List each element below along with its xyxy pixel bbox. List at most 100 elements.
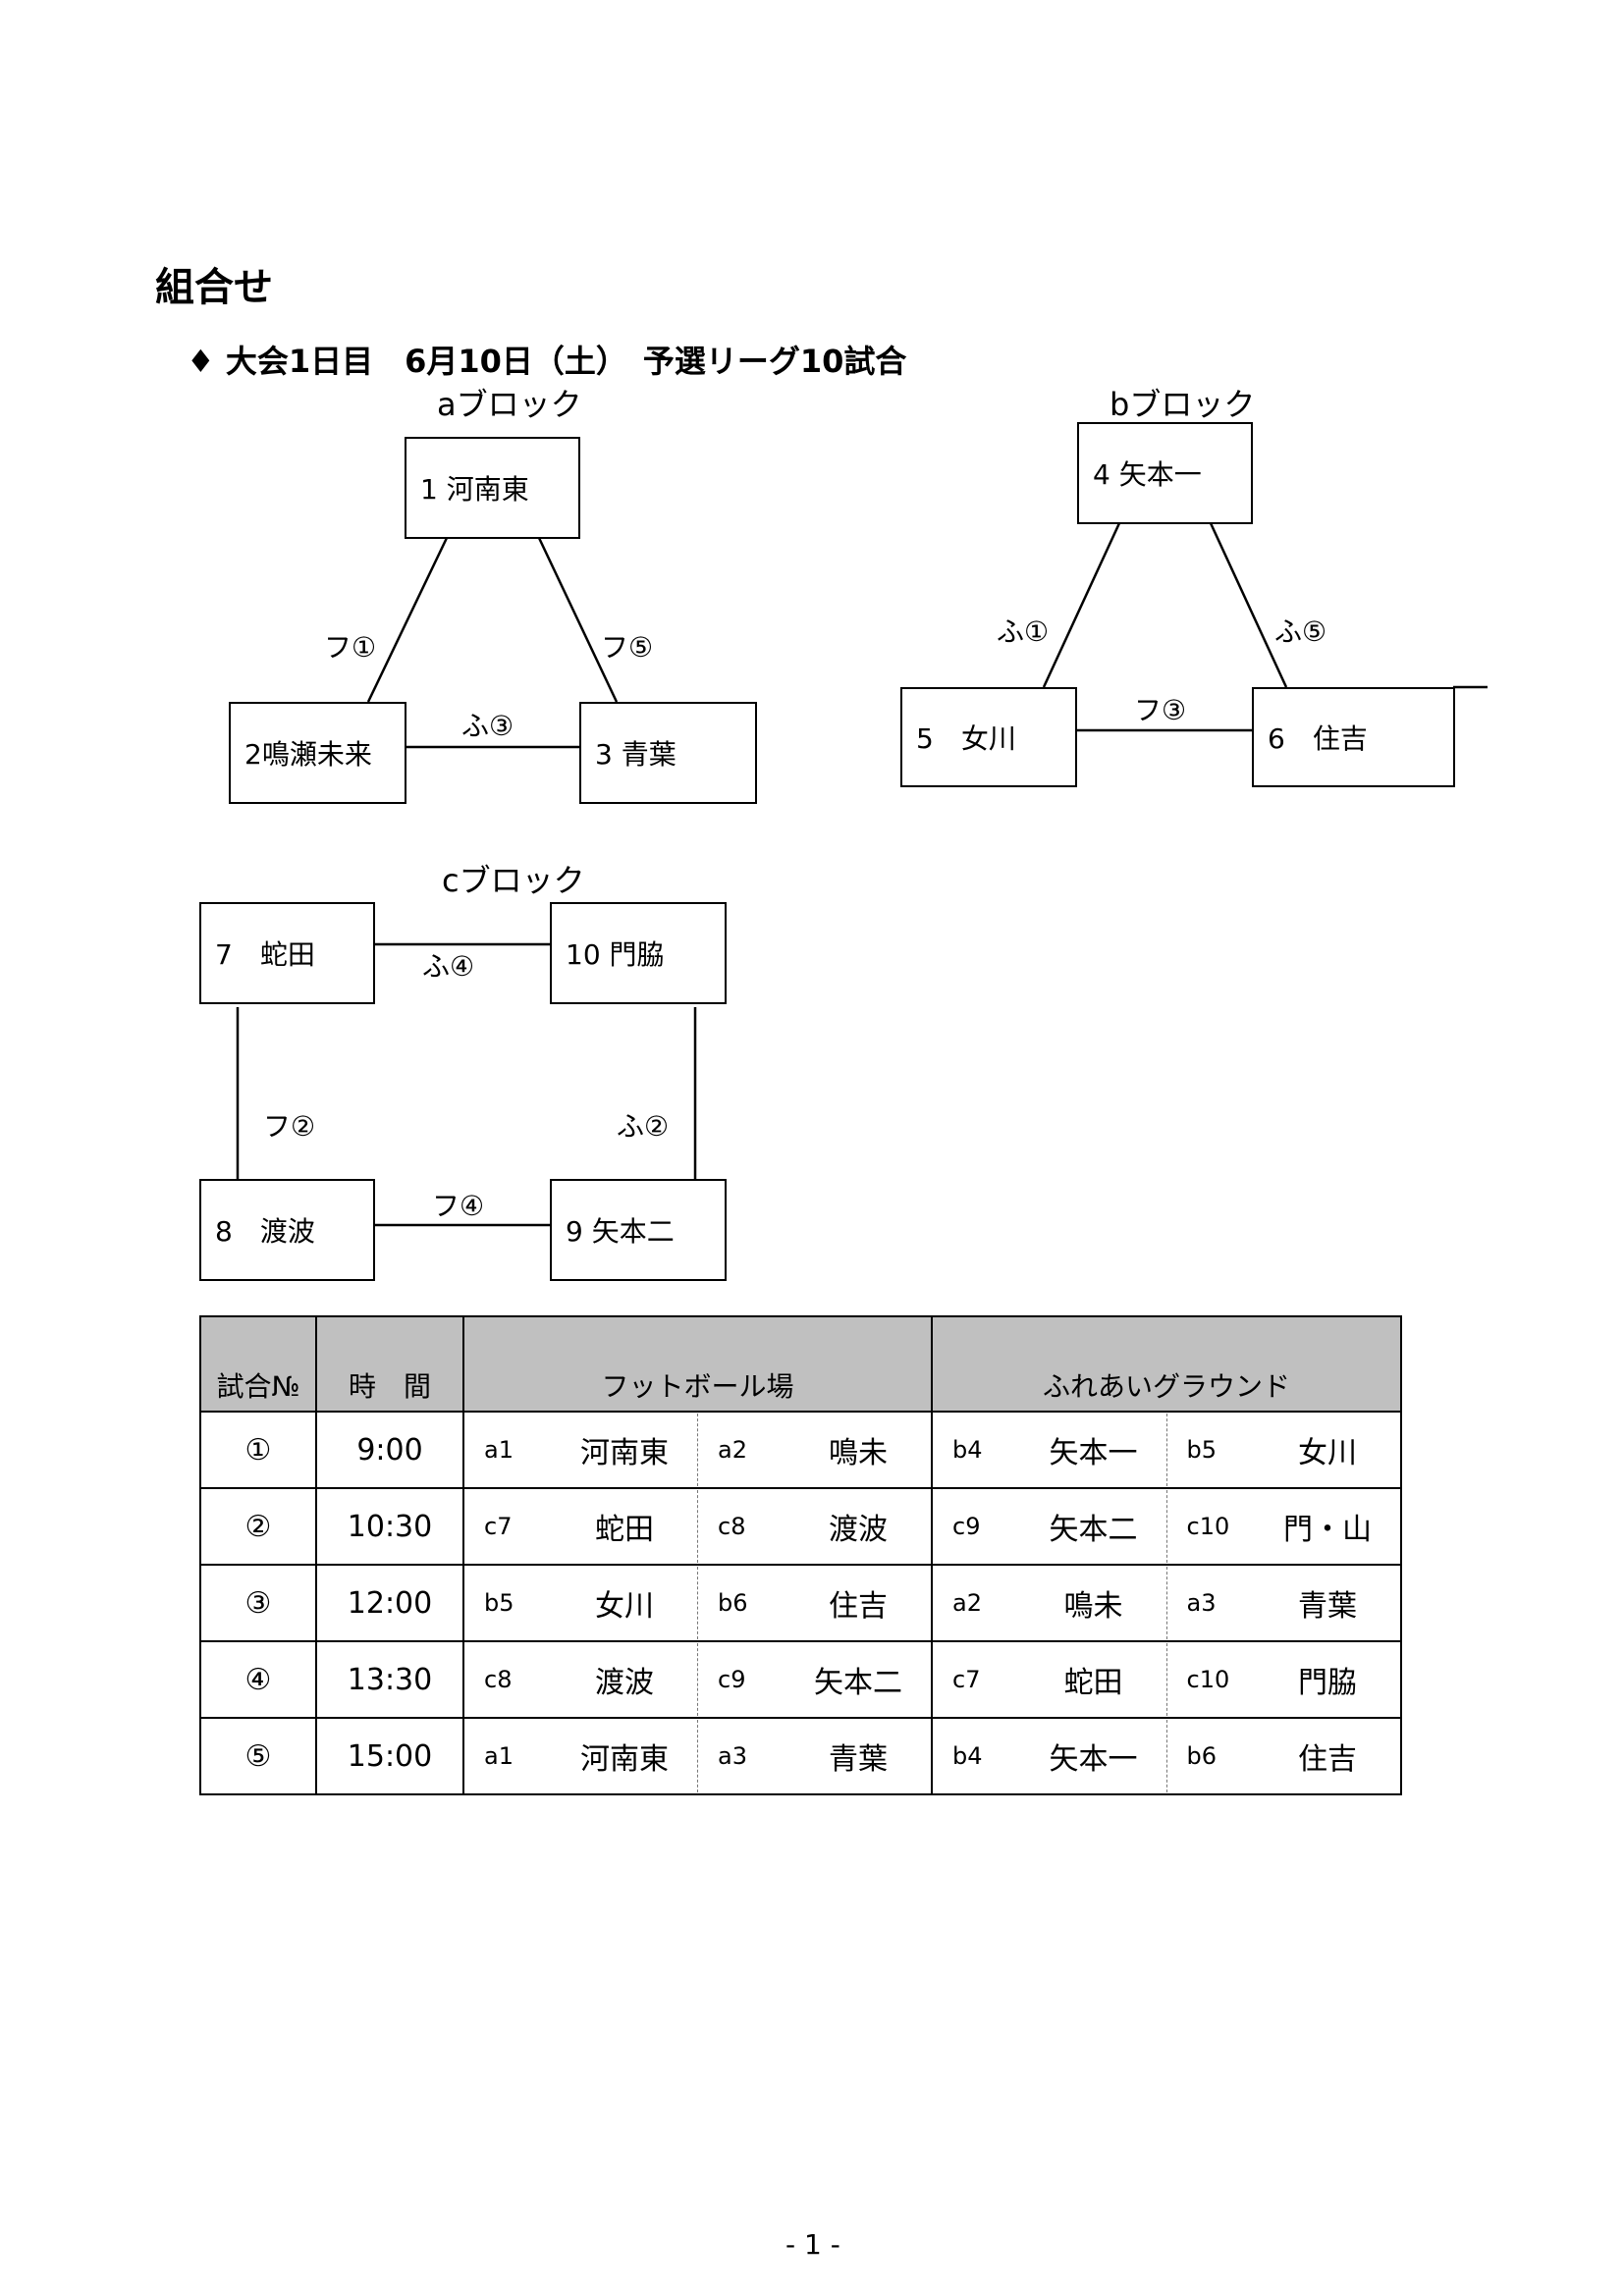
team-name: 矢本二 [1049, 1513, 1138, 1547]
match-label-c4: フ④ [432, 1190, 485, 1222]
match-number: ① [199, 1411, 317, 1489]
header-match-no: 試合№ [199, 1315, 317, 1413]
fureai-ground-match: c7 蛇田 c10 門脇 [931, 1640, 1402, 1719]
team-box-9: 9 矢本二 [550, 1179, 727, 1281]
team-entry: c7 蛇田 [933, 1643, 1166, 1716]
team-code: b6 [718, 1589, 748, 1617]
match-time: 15:00 [315, 1717, 464, 1795]
match-label-c3: ふ② [617, 1110, 670, 1143]
team-box-4: 4 矢本一 [1077, 422, 1253, 524]
team-code: a2 [952, 1589, 982, 1617]
team-name: 蛇田 [1063, 1666, 1123, 1700]
team-entry: c10 門脇 [1165, 1643, 1401, 1716]
match-number: ③ [199, 1564, 317, 1642]
match-time: 12:00 [315, 1564, 464, 1642]
match-label-b3: フ③ [1134, 694, 1187, 726]
match-number: ② [199, 1487, 317, 1566]
match-label-a3: ふ③ [461, 710, 514, 742]
team-code: c8 [718, 1513, 746, 1540]
team-name: 矢本一 [1049, 1742, 1138, 1777]
football-field-match: c8 渡波 c9 矢本二 [462, 1640, 933, 1719]
team-name: 渡波 [829, 1513, 888, 1547]
team-entry: a2 鳴未 [933, 1567, 1166, 1639]
match-label-c2: フ② [263, 1110, 316, 1143]
team-entry: b5 女川 [464, 1567, 697, 1639]
team-code: c10 [1186, 1513, 1230, 1540]
team-name: 河南東 [580, 1436, 669, 1470]
team-name: 河南東 [580, 1742, 669, 1777]
match-number: ④ [199, 1640, 317, 1719]
match-time: 9:00 [315, 1411, 464, 1489]
team-code: a1 [484, 1742, 514, 1770]
team-box-2: 2鳴瀬未来 [229, 702, 406, 804]
page-number: - 1 - [785, 2228, 840, 2261]
team-code: b5 [484, 1589, 514, 1617]
team-code: c7 [952, 1666, 981, 1693]
team-name: 女川 [595, 1589, 654, 1624]
football-field-match: c7 蛇田 c8 渡波 [462, 1487, 933, 1566]
team-entry: c9 矢本二 [697, 1643, 931, 1716]
team-entry: a1 河南東 [464, 1720, 697, 1792]
team-name: 住吉 [829, 1589, 888, 1624]
team-box-8: 8 渡波 [199, 1179, 375, 1281]
team-code: a2 [718, 1436, 747, 1464]
team-code: c10 [1186, 1666, 1230, 1693]
block-a-label: aブロック [437, 386, 582, 423]
team-code: c9 [952, 1513, 981, 1540]
team-code: a3 [1186, 1589, 1217, 1617]
match-label-b2: ふ⑤ [1274, 615, 1327, 648]
team-code: c7 [484, 1513, 513, 1540]
football-field-match: a1 河南東 a3 青葉 [462, 1717, 933, 1795]
team-name: 門脇 [1298, 1666, 1357, 1700]
match-label-b1: ふ① [997, 615, 1050, 648]
team-name: 渡波 [595, 1666, 654, 1700]
team-entry: c9 矢本二 [933, 1490, 1166, 1563]
match-label-a2: フ⑤ [601, 631, 654, 664]
match-label-c1: ふ④ [422, 950, 475, 983]
team-name: 鳴未 [1063, 1589, 1123, 1624]
team-code: b5 [1186, 1436, 1218, 1464]
team-name: 蛇田 [595, 1513, 654, 1547]
team-entry: a3 青葉 [697, 1720, 931, 1792]
team-name: 住吉 [1298, 1742, 1357, 1777]
team-name: 矢本二 [814, 1666, 902, 1700]
team-box-7: 7 蛇田 [199, 902, 375, 1004]
match-time: 10:30 [315, 1487, 464, 1566]
header-football-field: フットボール場 [462, 1315, 933, 1413]
team-box-1: 1 河南東 [405, 437, 580, 539]
match-number: ⑤ [199, 1717, 317, 1795]
team-name: 青葉 [829, 1742, 888, 1777]
header-time: 時 間 [315, 1315, 464, 1413]
team-entry: c8 渡波 [464, 1643, 697, 1716]
block-b-label: bブロック [1110, 386, 1256, 423]
team-code: c9 [718, 1666, 746, 1693]
match-time: 13:30 [315, 1640, 464, 1719]
team-box-10: 10 門脇 [550, 902, 727, 1004]
match-label-a1: フ① [324, 631, 377, 664]
team-name: 鳴未 [829, 1436, 888, 1470]
header-fureai-ground: ふれあいグラウンド [931, 1315, 1402, 1413]
block-c-label: cブロック [442, 862, 585, 899]
team-code: c8 [484, 1666, 513, 1693]
team-code: a3 [718, 1742, 747, 1770]
team-box-5: 5 女川 [900, 687, 1077, 787]
team-box-6: 6 住吉 [1252, 687, 1455, 787]
team-code: b6 [1186, 1742, 1218, 1770]
team-name: 矢本一 [1049, 1436, 1138, 1470]
team-box-3: 3 青葉 [579, 702, 757, 804]
team-entry: b6 住吉 [697, 1567, 931, 1639]
team-entry: b6 住吉 [1165, 1720, 1401, 1792]
